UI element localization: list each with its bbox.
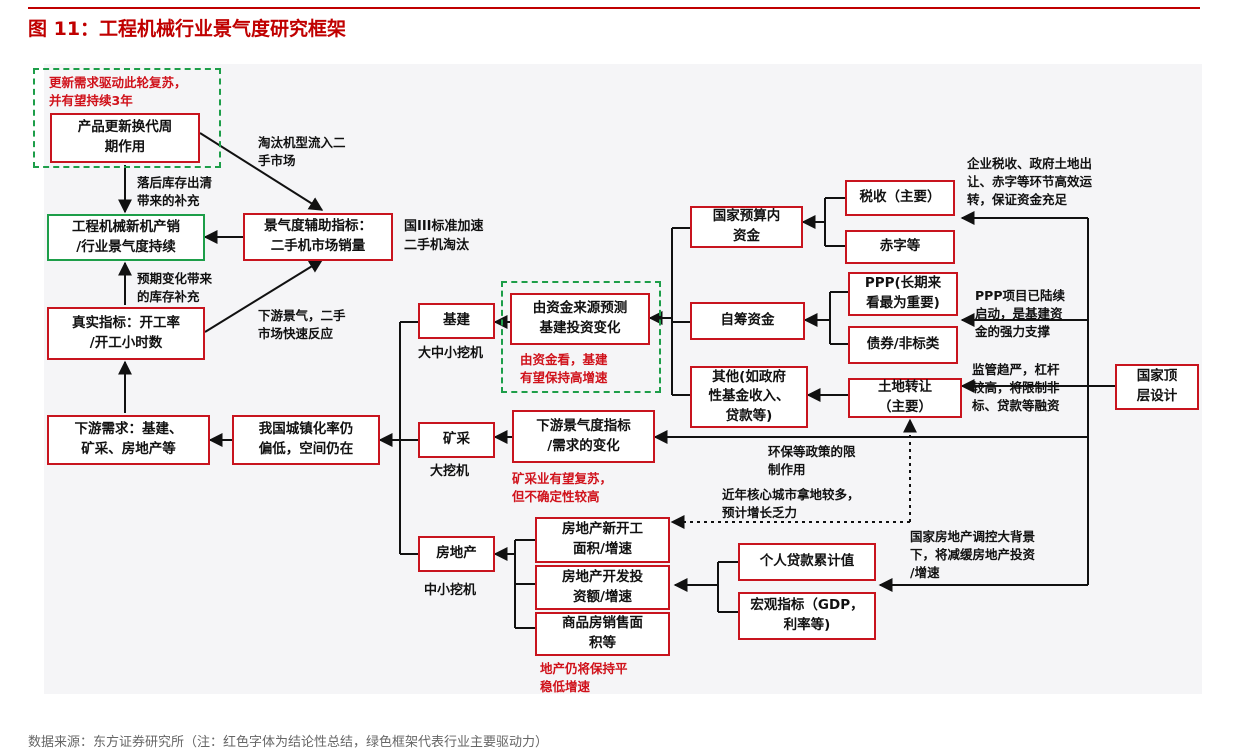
label-small-mid-excavator: 中小挖机 — [424, 583, 477, 598]
green-dashed-frame-funding — [501, 281, 661, 393]
node-re-sales: 商品房销售面 积等 — [535, 612, 670, 656]
label-expect-change: 预期变化带来 的库存补充 — [137, 271, 213, 305]
label-red-mining: 矿采业有望复苏， 但不确定性较高 — [512, 471, 613, 505]
node-downstream-demand: 下游需求：基建、 矿采、房地产等 — [47, 415, 210, 465]
label-tax-note: 企业税收、政府土地出 让、赤字等环节高效运 转，保证资金充足 — [967, 156, 1093, 208]
label-inventory-clear: 落后库存出清 带来的补充 — [137, 175, 213, 209]
node-new-machine-sales: 工程机械新机产销 /行业景气度持续 — [47, 214, 205, 261]
node-other-funds: 其他(如政府 性基金收入、 贷款等) — [690, 366, 808, 428]
node-downstream-change: 下游景气度指标 /需求的变化 — [512, 410, 655, 463]
node-urbanization: 我国城镇化率仍 偏低，空间仍在 — [232, 415, 380, 465]
figure-title: 图 11：工程机械行业景气度研究框架 — [28, 18, 347, 40]
label-eliminated-models: 淘汰机型流入二 手市场 — [258, 135, 346, 169]
label-red-infra: 由资金看，基建 有望保持高增速 — [520, 352, 608, 386]
label-red-re: 地产仍将保持平 稳低增速 — [540, 661, 628, 695]
green-dashed-frame-product — [33, 68, 221, 168]
label-land-note: 近年核心城市拿地较多， 预计增长乏力 — [722, 487, 860, 521]
node-product-cycle: 产品更新换代周 期作用 — [50, 113, 200, 163]
arrow-real-to-aux — [204, 259, 324, 333]
node-infrastructure: 基建 — [418, 303, 495, 339]
label-large-excavator: 大挖机 — [430, 464, 470, 479]
node-deficit: 赤字等 — [845, 230, 955, 264]
title-rule — [28, 7, 1200, 9]
label-env-note: 环保等政策的限 制作用 — [768, 444, 856, 478]
node-aux-indicator: 景气度辅助指标： 二手机市场销量 — [243, 213, 393, 261]
node-tax: 税收（主要） — [845, 180, 955, 216]
node-personal-loans: 个人贷款累计值 — [738, 543, 876, 581]
node-self-raised: 自筹资金 — [690, 302, 805, 340]
label-ppp-note: PPP项目已陆续 启动，是基建资 金的强力支撑 — [975, 288, 1065, 340]
node-re-new-start: 房地产新开工 面积/增速 — [535, 517, 670, 563]
node-bonds: 债券/非标类 — [848, 326, 958, 364]
node-real-indicator: 真实指标：开工率 /开工小时数 — [47, 307, 205, 360]
node-ppp: PPP(长期来 看最为重要) — [848, 272, 958, 316]
node-re-investment: 房地产开发投 资额/增速 — [535, 565, 670, 610]
node-land-transfer: 土地转让 （主要） — [848, 378, 962, 418]
node-funding-source: 由资金来源预测 基建投资变化 — [510, 293, 650, 345]
source-note: 数据来源：东方证券研究所（注：红色字体为结论性总结，绿色框架代表行业主要驱动力） — [28, 735, 549, 750]
label-re-regulation-note: 国家房地产调控大背景 下，将减缓房地产投资 /增速 — [910, 529, 1036, 581]
node-macro: 宏观指标（GDP， 利率等) — [738, 592, 876, 640]
label-regulation-note: 监管趋严，杠杆 较高，将限制非 标、贷款等融资 — [972, 362, 1060, 414]
label-mid-small-excavator: 大中小挖机 — [418, 346, 484, 361]
node-real-estate: 房地产 — [418, 536, 495, 572]
node-top-design: 国家顶 层设计 — [1115, 364, 1199, 410]
node-national-budget: 国家预算内 资金 — [690, 206, 803, 248]
node-mining: 矿采 — [418, 422, 495, 458]
label-std-upgrade: 国III标准加速 二手机淘汰 — [404, 219, 484, 253]
label-red-top: 更新需求驱动此轮复苏， 并有望持续3年 — [49, 75, 187, 109]
label-downstream-fast: 下游景气，二手 市场快速反应 — [258, 308, 346, 342]
